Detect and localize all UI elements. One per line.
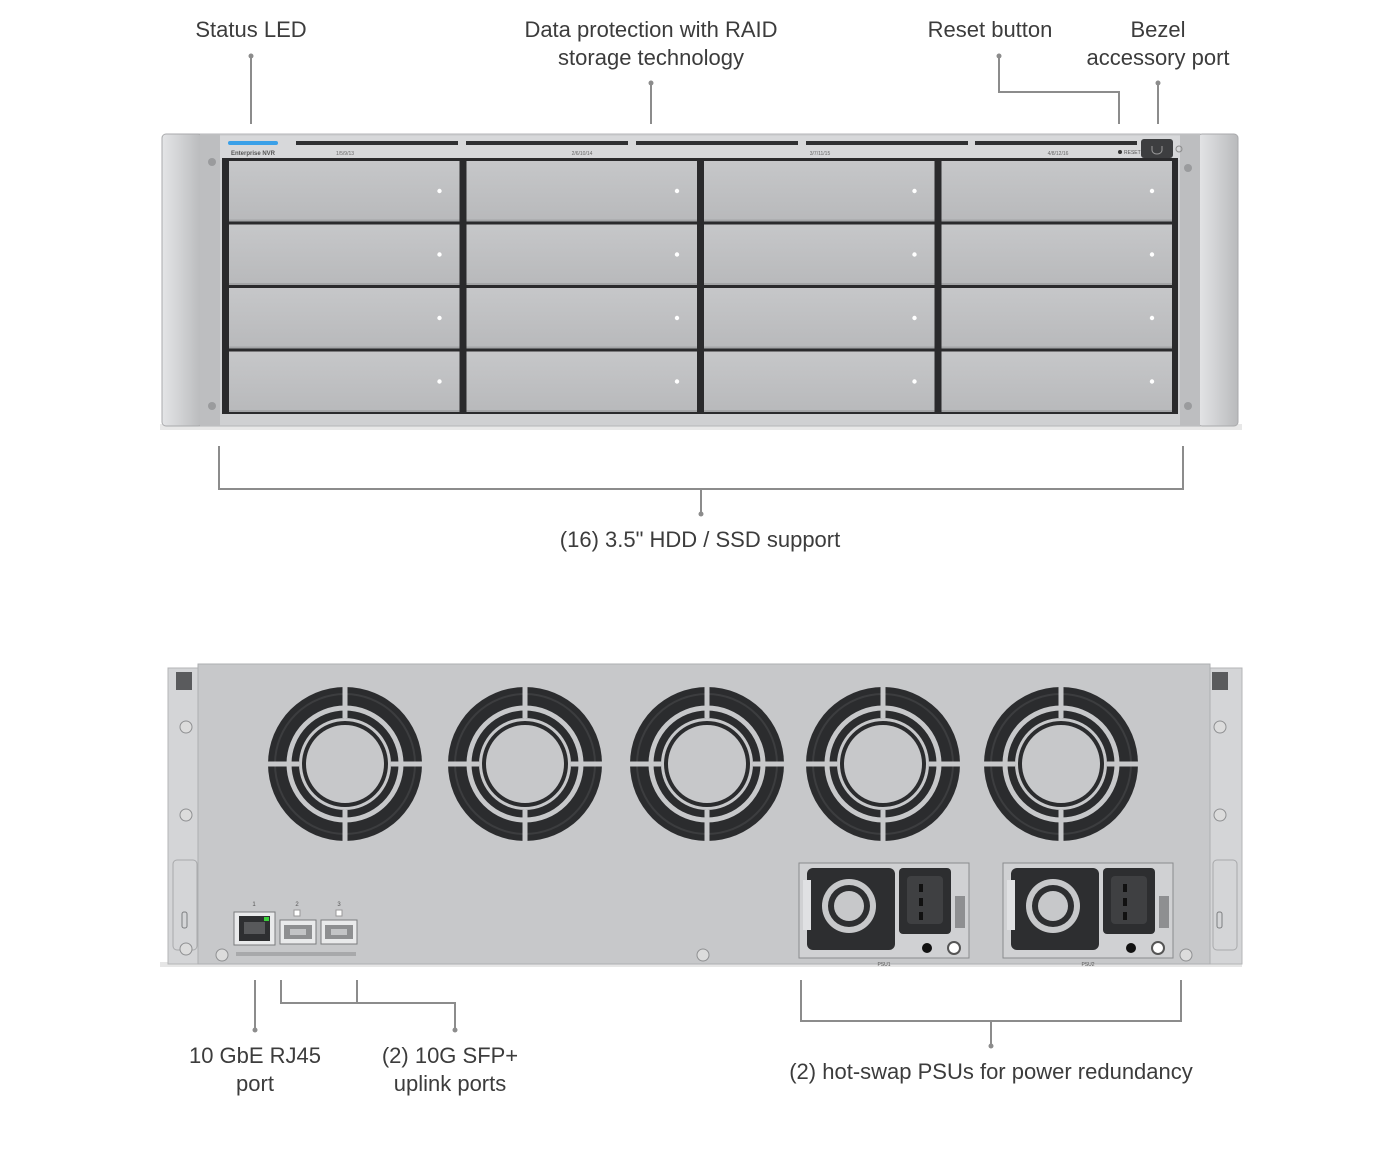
drive-bay[interactable] — [704, 288, 935, 349]
drive-bay[interactable] — [941, 351, 1173, 413]
status-bar — [466, 141, 628, 145]
drive-status-bars: 1/5/9/13 2/6/10/14 3/7/11/15 4/8/12/16 — [296, 141, 1137, 157]
drive-support-label: (16) 3.5" HDD / SSD support — [559, 527, 841, 552]
drive-bay[interactable] — [941, 161, 1173, 222]
reset-text: RESET — [1124, 150, 1141, 156]
psu-label-text: PSU2 — [1081, 962, 1094, 968]
port-number-1: 1 — [252, 902, 256, 908]
status-led-label: Status LED — [195, 17, 307, 42]
bezel-accessory-port — [1141, 139, 1173, 158]
drive-bay[interactable] — [704, 161, 935, 222]
port-number-2: 2 — [295, 902, 299, 908]
reset-button-label: Reset button — [927, 17, 1053, 42]
fan — [268, 687, 422, 841]
drive-bay[interactable] — [941, 224, 1173, 286]
bay-group-label: 3/7/11/15 — [810, 151, 831, 157]
drive-bay[interactable] — [466, 224, 698, 286]
drive-bay[interactable] — [229, 288, 460, 349]
status-bar — [806, 141, 968, 145]
front-callout-lines — [218, 56, 1184, 514]
drive-bay[interactable] — [466, 161, 698, 222]
fan — [806, 687, 960, 841]
port-number-3: 3 — [337, 902, 341, 908]
drive-bays — [229, 161, 1172, 412]
drive-bay[interactable] — [704, 351, 935, 413]
status-led — [228, 141, 278, 145]
drive-bay[interactable] — [941, 288, 1173, 349]
bay-group-label: 2/6/10/14 — [572, 151, 593, 157]
psu-label: (2) hot-swap PSUs for power redundancy — [789, 1059, 1193, 1084]
fan — [448, 687, 602, 841]
status-bar — [636, 141, 798, 145]
front-view: Enterprise NVR 1/5/9/13 2/6/10/14 3/7/11/1… — [160, 133, 1242, 430]
rj45-label: 10 GbE RJ45 port — [188, 1043, 322, 1096]
drive-bay[interactable] — [229, 161, 460, 222]
bay-group-label: 4/8/12/16 — [1048, 151, 1069, 157]
drive-bay[interactable] — [466, 288, 698, 349]
status-bar — [975, 141, 1137, 145]
brand-text: Enterprise NVR — [231, 151, 276, 157]
psu-label-text: PSU1 — [877, 962, 890, 968]
rear-callout-lines — [254, 980, 1182, 1046]
sfp-label: (2) 10G SFP+ uplink ports — [381, 1043, 519, 1096]
rj45-port — [233, 911, 276, 946]
network-ports: 1 2 3 — [233, 902, 358, 956]
left-rack-ear — [161, 133, 220, 427]
psus: PSU1 PSU2 — [798, 862, 1174, 968]
sfp-port-2 — [320, 909, 358, 945]
drive-bay[interactable] — [466, 351, 698, 413]
psu-module[interactable]: PSU1 — [798, 862, 970, 968]
bay-group-label: 1/5/9/13 — [336, 151, 354, 157]
sfp-port-1 — [279, 909, 317, 945]
psu-module[interactable]: PSU2 — [1002, 862, 1174, 968]
bezel-port-label: Bezel accessory port — [1086, 17, 1230, 70]
rear-view: 1 2 3 PSU1 PSU2 — [160, 663, 1243, 968]
raid-label: Data protection with RAID storage techno… — [524, 17, 778, 70]
fans — [268, 687, 1138, 841]
status-bar — [296, 141, 458, 145]
drive-bay[interactable] — [229, 224, 460, 286]
left-rear-rail — [167, 667, 201, 965]
fan — [984, 687, 1138, 841]
right-rack-ear — [1180, 133, 1239, 427]
fan — [630, 687, 784, 841]
drive-bay[interactable] — [704, 224, 935, 286]
drive-bay[interactable] — [229, 351, 460, 413]
